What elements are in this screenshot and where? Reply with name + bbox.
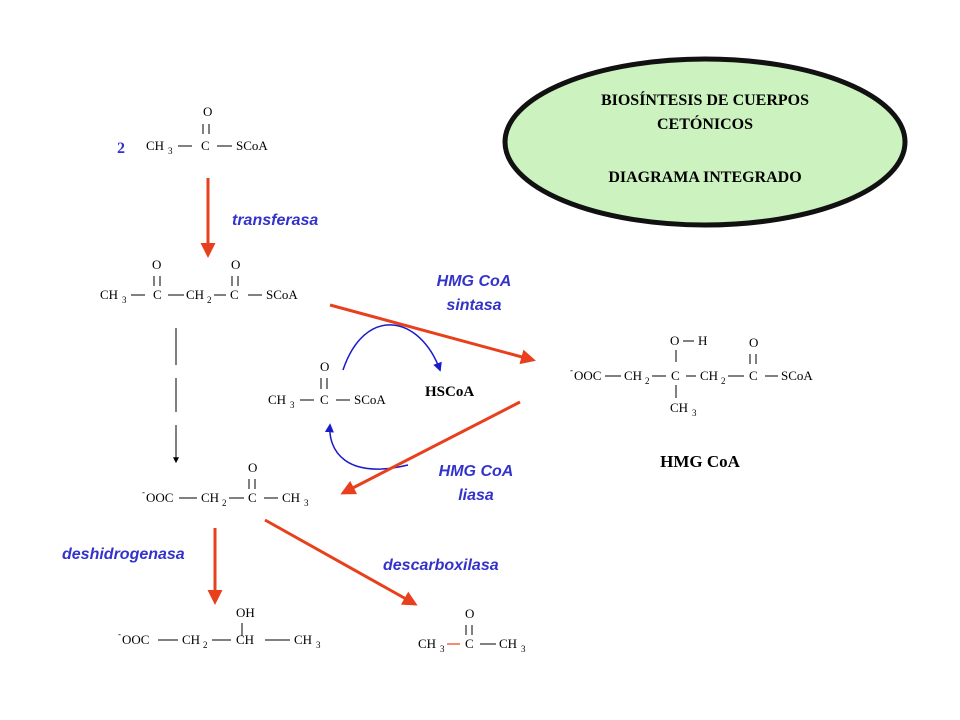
stoich-number: 2 <box>117 140 125 157</box>
atom-scoa: SCoA <box>354 392 386 407</box>
subscript-3: 3 <box>290 400 295 410</box>
enzyme-liasa-2: liasa <box>458 487 494 504</box>
subscript-2: 2 <box>222 498 227 508</box>
subscript-2: 2 <box>203 640 208 650</box>
atom-ch2: CH <box>182 632 200 647</box>
atom-c: C <box>153 287 162 302</box>
cycle-arrow-upper <box>342 324 442 372</box>
atom-ch3: CH <box>282 490 300 505</box>
atom-ooc: OOC <box>122 632 149 647</box>
atom-o: O <box>248 460 257 475</box>
enzyme-transferasa: transferasa <box>232 212 318 229</box>
enzyme-sintasa-1: HMG CoA <box>437 273 512 290</box>
cycle-arrow-lower <box>324 423 409 470</box>
atom-ch3: CH <box>268 392 286 407</box>
enzyme-sintasa-2: sintasa <box>446 297 501 314</box>
arrow-sintasa <box>329 303 536 365</box>
hydroxybutyrate-molecule: OH - OOC CH 2 CH CH 3 <box>118 605 321 650</box>
atom-c: C <box>320 392 329 407</box>
atom-o: O <box>320 359 329 374</box>
atom-ch3: CH <box>100 287 118 302</box>
atom-ch: CH <box>236 632 254 647</box>
atom-o: O <box>749 335 758 350</box>
title-box: BIOSÍNTESIS DE CUERPOS CETÓNICOS DIAGRAM… <box>502 56 908 228</box>
atom-ooc: OOC <box>574 368 601 383</box>
acetyl-coa-cycle-molecule: O CH 3 C SCoA <box>268 359 386 410</box>
title-line-3: DIAGRAMA INTEGRADO <box>608 169 801 186</box>
acetoacetyl-coa-molecule: O O CH 3 C CH 2 C SCoA <box>100 257 298 305</box>
subscript-3: 3 <box>692 408 697 418</box>
subscript-2: 2 <box>645 376 650 386</box>
atom-o: O <box>152 257 161 272</box>
atom-ch2: CH <box>201 490 219 505</box>
atom-ch3: CH <box>499 636 517 651</box>
atom-c: C <box>749 368 758 383</box>
atom-c: C <box>230 287 239 302</box>
enzyme-liasa-1: HMG CoA <box>439 463 514 480</box>
charge-minus: - <box>570 365 573 375</box>
atom-ch2: CH <box>624 368 642 383</box>
atom-scoa: SCoA <box>236 138 268 153</box>
arrow-liasa <box>340 400 521 495</box>
subscript-3: 3 <box>440 644 445 654</box>
atom-c: C <box>248 490 257 505</box>
subscript-3: 3 <box>521 644 526 654</box>
atom-ch3: CH <box>146 138 164 153</box>
acetone-molecule: O CH 3 C CH 3 <box>418 606 526 654</box>
title-line-2: CETÓNICOS <box>657 114 753 133</box>
atom-c: C <box>201 138 210 153</box>
arrow-descarboxilasa <box>264 518 418 606</box>
atom-ch3: CH <box>670 400 688 415</box>
subscript-3: 3 <box>304 498 309 508</box>
atom-c: C <box>671 368 680 383</box>
atom-oh: OH <box>236 605 255 620</box>
atom-ooc: OOC <box>146 490 173 505</box>
atom-scoa: SCoA <box>781 368 813 383</box>
acetoacetate-molecule: O - OOC CH 2 C CH 3 <box>142 460 309 508</box>
atom-ch2: CH <box>700 368 718 383</box>
hmg-coa-molecule: O H O - OOC CH 2 C CH 2 C SCoA CH 3 <box>570 333 813 418</box>
atom-ch3: CH <box>418 636 436 651</box>
hscoa-label: HSCoA <box>425 384 474 400</box>
title-line-1: BIOSÍNTESIS DE CUERPOS <box>601 90 809 109</box>
title-ellipse <box>502 56 908 228</box>
charge-minus: - <box>118 629 121 639</box>
enzyme-deshidrogenasa: deshidrogenasa <box>62 546 185 563</box>
subscript-3: 3 <box>316 640 321 650</box>
acetyl-coa-molecule: 2 O CH 3 C SCoA <box>117 104 268 157</box>
subscript-3: 3 <box>122 295 127 305</box>
atom-ch2: CH <box>186 287 204 302</box>
atom-ch3: CH <box>294 632 312 647</box>
atom-scoa: SCoA <box>266 287 298 302</box>
atom-c: C <box>465 636 474 651</box>
atom-o: O <box>203 104 212 119</box>
atom-o: O <box>231 257 240 272</box>
subscript-3: 3 <box>168 146 173 156</box>
enzyme-descarboxilasa: descarboxilasa <box>383 557 499 574</box>
atom-o: O <box>670 333 679 348</box>
atom-o: O <box>465 606 474 621</box>
subscript-2: 2 <box>207 295 212 305</box>
subscript-2: 2 <box>721 376 726 386</box>
hmg-coa-label: HMG CoA <box>660 452 741 471</box>
atom-h: H <box>698 333 707 348</box>
charge-minus: - <box>142 487 145 497</box>
